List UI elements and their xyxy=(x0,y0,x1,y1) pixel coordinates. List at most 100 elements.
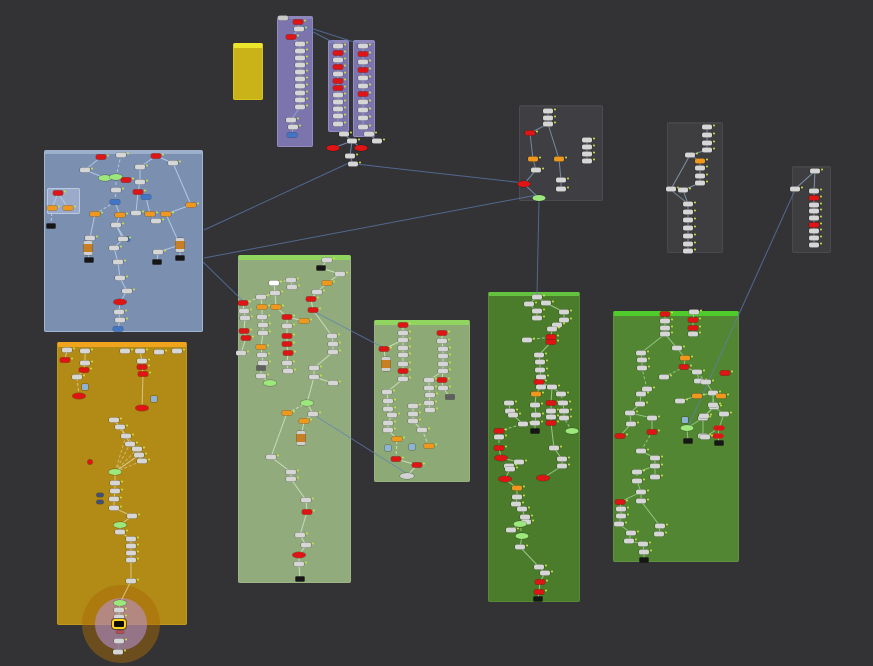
graph-node-chip[interactable] xyxy=(358,83,371,89)
graph-node-chip[interactable] xyxy=(239,308,252,314)
graph-node-chip[interactable] xyxy=(114,607,127,613)
graph-node-chip[interactable] xyxy=(809,228,822,234)
graph-node-chip[interactable] xyxy=(358,99,371,105)
graph-node-chip[interactable] xyxy=(256,294,269,300)
graph-node-chip[interactable] xyxy=(295,55,308,61)
graph-node-red[interactable] xyxy=(53,190,66,196)
graph-node-darkblue[interactable] xyxy=(96,500,104,504)
graph-node-chip[interactable] xyxy=(809,215,822,221)
graph-node-red[interactable] xyxy=(615,433,628,439)
graph-node-chip[interactable] xyxy=(650,463,663,469)
graph-node-chip[interactable] xyxy=(810,168,823,174)
graph-node-red[interactable] xyxy=(525,130,538,136)
graph-node-chip[interactable] xyxy=(518,421,531,427)
graph-node-oval-green[interactable] xyxy=(300,400,314,406)
graph-node-red[interactable] xyxy=(239,328,252,334)
graph-node-red[interactable] xyxy=(535,579,548,585)
graph-node-red[interactable] xyxy=(494,445,507,451)
graph-node-chip[interactable] xyxy=(494,434,507,440)
graph-node-chip[interactable] xyxy=(559,309,572,315)
graph-node-oval-red[interactable] xyxy=(354,145,368,151)
graph-node-red[interactable] xyxy=(306,296,319,302)
graph-node-white[interactable] xyxy=(269,280,282,286)
graph-node-chip[interactable] xyxy=(309,365,322,371)
graph-node-oval-red[interactable] xyxy=(113,299,127,305)
graph-node-chip[interactable] xyxy=(398,330,411,336)
graph-node-chip[interactable] xyxy=(683,225,696,231)
graph-node-orange[interactable] xyxy=(392,436,405,442)
graph-node-chip[interactable] xyxy=(543,115,556,121)
graph-node-chip[interactable] xyxy=(295,76,308,82)
graph-node-chip[interactable] xyxy=(132,446,145,452)
graph-node-chip[interactable] xyxy=(287,284,300,290)
graph-node-chip[interactable] xyxy=(135,179,148,185)
graph-node-chip[interactable] xyxy=(322,257,335,263)
graph-node-black[interactable] xyxy=(46,223,56,229)
graph-node-chip[interactable] xyxy=(557,463,570,469)
graph-node-red[interactable] xyxy=(96,154,109,160)
graph-node-chip[interactable] xyxy=(626,530,639,536)
graph-node-chip[interactable] xyxy=(294,26,307,32)
graph-node-red[interactable] xyxy=(137,364,150,370)
graph-node-chip[interactable] xyxy=(295,90,308,96)
graph-node-oval-green[interactable] xyxy=(113,522,127,528)
graph-node-red[interactable] xyxy=(688,325,701,331)
graph-node-red[interactable] xyxy=(398,322,411,328)
graph-node-chip[interactable] xyxy=(257,352,270,358)
graph-node-darkblue[interactable] xyxy=(96,493,104,497)
graph-node-chip[interactable] xyxy=(504,400,517,406)
graph-node-red[interactable] xyxy=(358,51,371,57)
graph-node-chip[interactable] xyxy=(383,406,396,412)
graph-node-chip[interactable] xyxy=(333,57,346,63)
graph-node-dark[interactable] xyxy=(256,365,266,371)
graph-node-chip[interactable] xyxy=(126,550,139,556)
graph-node-red[interactable] xyxy=(238,300,251,306)
graph-node-oval-green[interactable] xyxy=(565,428,579,434)
graph-node-orange[interactable] xyxy=(63,205,76,211)
graph-node-chip[interactable] xyxy=(358,115,371,121)
graph-node-chip[interactable] xyxy=(118,236,131,242)
graph-node-red[interactable] xyxy=(660,311,673,317)
graph-node-oval-red[interactable] xyxy=(536,475,550,481)
graph-node-chip[interactable] xyxy=(535,359,548,365)
graph-node-oval-green[interactable] xyxy=(515,533,529,539)
graph-node-chip[interactable] xyxy=(543,121,556,127)
graph-node-chip[interactable] xyxy=(109,417,122,423)
graph-node-chip[interactable] xyxy=(383,420,396,426)
graph-node-black[interactable] xyxy=(533,596,543,602)
graph-node-red[interactable] xyxy=(546,339,559,345)
graph-node-chip[interactable] xyxy=(383,398,396,404)
graph-node-red[interactable] xyxy=(151,153,164,159)
graph-node-chip[interactable] xyxy=(505,466,518,472)
graph-node-black[interactable] xyxy=(175,255,185,261)
graph-node-chip[interactable] xyxy=(534,352,547,358)
graph-node-chip[interactable] xyxy=(636,350,649,356)
graph-node-chip[interactable] xyxy=(333,113,346,119)
graph-node-chip[interactable] xyxy=(286,469,299,475)
graph-node-chip[interactable] xyxy=(113,259,126,265)
graph-node-chip[interactable] xyxy=(358,75,371,81)
graph-node-orange[interactable] xyxy=(692,393,705,399)
graph-node-chip[interactable] xyxy=(582,151,595,157)
graph-node-chip[interactable] xyxy=(695,180,708,186)
graph-node-chip[interactable] xyxy=(535,367,548,373)
graph-node-chip[interactable] xyxy=(695,173,708,179)
graph-node-chip[interactable] xyxy=(683,248,696,254)
graph-node-chip[interactable] xyxy=(258,322,271,328)
graph-node-chip[interactable] xyxy=(559,408,572,414)
graph-node-black[interactable] xyxy=(683,438,693,444)
graph-node-red[interactable] xyxy=(283,350,296,356)
graph-node-chip[interactable] xyxy=(236,350,249,356)
graph-node-chip[interactable] xyxy=(312,289,325,295)
graph-node-oval-green[interactable] xyxy=(680,425,694,431)
graph-node-black[interactable] xyxy=(316,265,326,271)
graph-node-blue[interactable] xyxy=(287,132,297,138)
graph-node-chip[interactable] xyxy=(438,368,451,374)
graph-node-chip[interactable] xyxy=(692,369,705,375)
graph-node-chip[interactable] xyxy=(115,424,128,430)
graph-node-chip[interactable] xyxy=(309,374,322,380)
graph-node-chip[interactable] xyxy=(398,376,411,382)
graph-node-red[interactable] xyxy=(546,420,559,426)
graph-node-chip[interactable] xyxy=(438,361,451,367)
graph-node-chip[interactable] xyxy=(333,121,346,127)
